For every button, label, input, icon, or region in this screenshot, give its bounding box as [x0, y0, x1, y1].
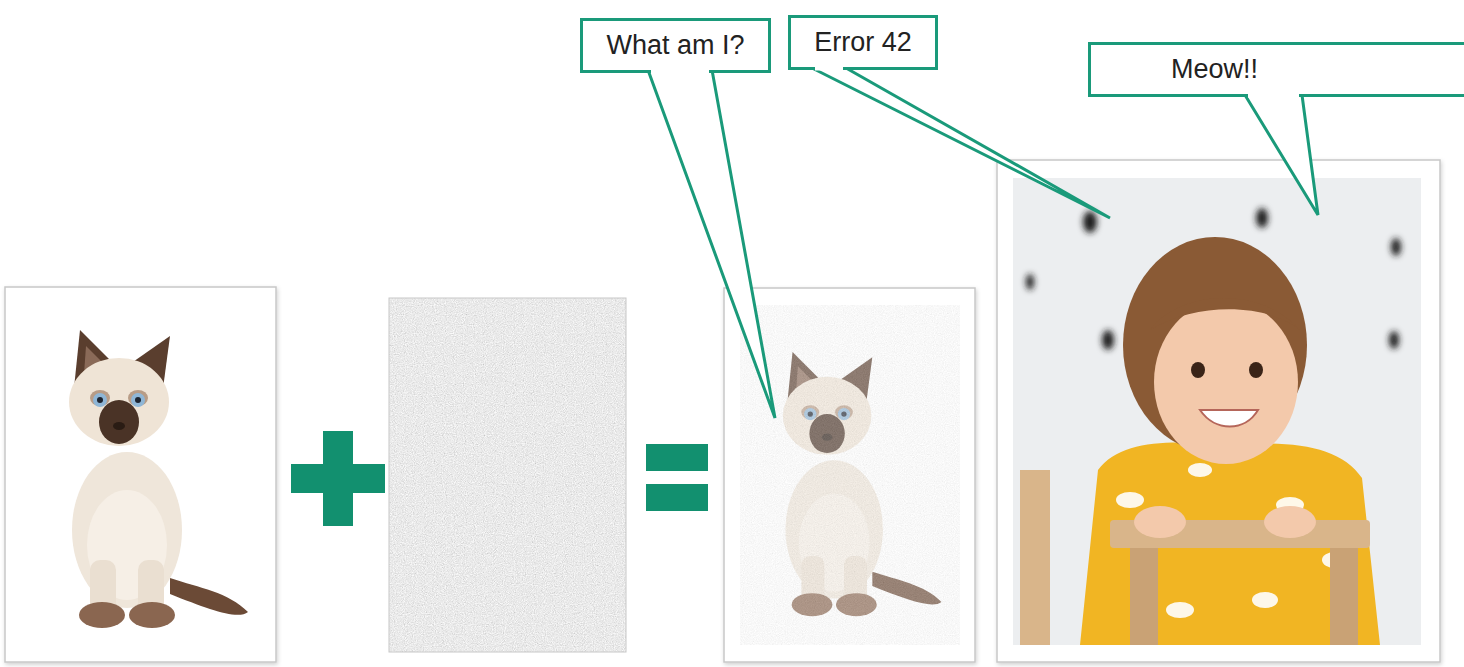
- plus-sign: [291, 431, 385, 526]
- equals-sign: [646, 444, 708, 471]
- cat-photo: [5, 287, 276, 662]
- baby-photo: [1026, 274, 1034, 290]
- baby-photo: [1102, 330, 1114, 350]
- baby-photo: [1080, 443, 1380, 645]
- speech-bubble: Error 42: [788, 15, 938, 70]
- baby-photo: [1154, 300, 1298, 464]
- equals-sign: [646, 484, 708, 511]
- bubble-text: Meow!!: [1171, 55, 1258, 85]
- bubble-text: What am I?: [606, 31, 744, 61]
- tail-join: [815, 67, 843, 71]
- baby-photo: [1264, 506, 1316, 538]
- baby-photo: [1330, 548, 1358, 645]
- baby-photo: [1166, 602, 1194, 618]
- speech-bubble: Meow!!: [1088, 42, 1464, 97]
- baby-photo: [1134, 506, 1186, 538]
- baby-photo: [1256, 208, 1268, 228]
- baby-photo: [997, 160, 1440, 662]
- baby-photo: [1188, 463, 1212, 477]
- baby-photo: [1116, 492, 1144, 508]
- baby-photo: [1200, 410, 1258, 427]
- baby-photo: [1252, 592, 1278, 608]
- equals-sign: [646, 444, 708, 511]
- tail-join: [1248, 94, 1299, 98]
- baby-photo: [1020, 470, 1050, 645]
- baby-photo: [1389, 331, 1399, 349]
- plus-sign: [323, 431, 353, 526]
- noise-image: [389, 298, 626, 652]
- baby-photo: [1249, 362, 1263, 378]
- tail-join: [651, 70, 709, 74]
- callout-tail: [648, 68, 1318, 418]
- baby-photo: [1391, 238, 1401, 256]
- noise-image: [389, 298, 626, 652]
- baby-photo: [997, 160, 1440, 662]
- noisy-cat-photo: [740, 305, 960, 645]
- speech-bubble: What am I?: [580, 18, 771, 73]
- noise-image: [389, 298, 626, 652]
- baby-photo: [1191, 362, 1205, 378]
- callout-tail: [648, 70, 775, 418]
- callout-tail: [1245, 95, 1318, 215]
- cat-photo: [69, 330, 248, 628]
- bubble-text: Error 42: [814, 28, 912, 58]
- noise-image: [389, 298, 626, 652]
- baby-photo: [1150, 298, 1300, 330]
- cat-photo: [5, 287, 276, 662]
- baby-photo: [1013, 178, 1421, 645]
- callout-tail: [812, 68, 1110, 218]
- baby-photo: [1130, 548, 1158, 645]
- baby-photo: [1083, 211, 1097, 233]
